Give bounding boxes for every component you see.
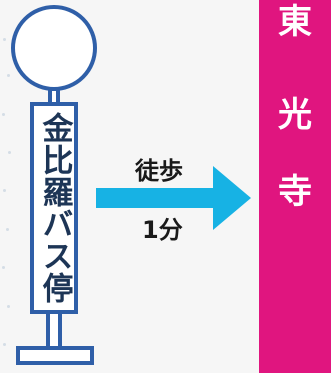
right-arrow-icon bbox=[96, 166, 251, 230]
dot bbox=[3, 38, 6, 41]
walk-duration-label: 1分 bbox=[142, 216, 183, 244]
bus-stop-name-box: 金比羅バス停 bbox=[34, 104, 74, 312]
destination-char: 東 bbox=[278, 2, 312, 42]
dot bbox=[3, 343, 6, 346]
destination-banner: 東 光 寺 bbox=[259, 0, 331, 373]
destination-char: 光 bbox=[278, 95, 312, 135]
dot bbox=[6, 228, 9, 231]
dot bbox=[3, 189, 6, 192]
dot bbox=[2, 113, 5, 116]
dotted-background-decoration bbox=[0, 0, 20, 373]
dot bbox=[8, 151, 11, 154]
bus-stop-name: 金比羅バス停 bbox=[36, 112, 73, 304]
destination-char: 寺 bbox=[278, 172, 312, 212]
walk-mode-label: 徒歩 bbox=[135, 157, 183, 185]
dot bbox=[7, 305, 10, 308]
walk-arrow bbox=[96, 166, 251, 230]
dot bbox=[2, 266, 5, 269]
bus-stop-sign-base bbox=[16, 346, 94, 365]
bus-stop-sign bbox=[11, 5, 97, 365]
dot bbox=[7, 74, 10, 77]
bus-stop-sign-board bbox=[30, 102, 78, 314]
